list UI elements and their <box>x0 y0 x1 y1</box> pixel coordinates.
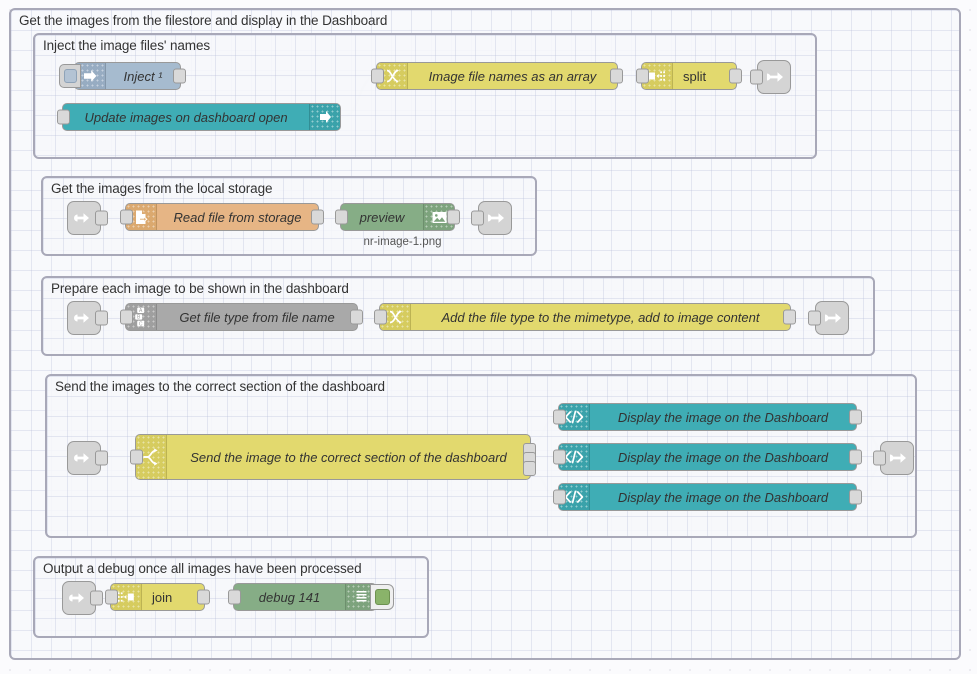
template-1-output-port[interactable] <box>849 409 862 425</box>
template-1-label: Display the image on the Dashboard <box>617 409 829 425</box>
link-out-node-3[interactable] <box>808 301 849 335</box>
template-node-3[interactable]: Display the image on the Dashboard <box>553 483 862 511</box>
get-filetype-input-port[interactable] <box>120 309 133 325</box>
read-file-output-port[interactable] <box>311 209 324 225</box>
add-mimetype-label: Add the file type to the mimetype, add t… <box>441 309 760 325</box>
inject-trigger-button[interactable] <box>59 64 81 88</box>
template-2-label: Display the image on the Dashboard <box>617 449 829 465</box>
add-mimetype-node[interactable]: Add the file type to the mimetype, add t… <box>374 303 796 331</box>
read-file-input-port[interactable] <box>120 209 133 225</box>
link-in-4-output-port[interactable] <box>95 450 108 466</box>
group-grid <box>35 35 815 157</box>
link-out-arrow-icon <box>309 104 340 130</box>
join-input-port[interactable] <box>105 589 118 605</box>
svg-text:B: B <box>137 315 141 321</box>
get-filetype-node[interactable]: A B C Get file type from file name <box>120 303 363 331</box>
function-icon <box>380 304 411 330</box>
split-node[interactable]: split <box>636 62 742 90</box>
group-storage-label: Get the images from the local storage <box>51 181 273 196</box>
link-in-node-5[interactable] <box>62 581 103 615</box>
inject-node-label: Inject ¹ <box>123 68 163 84</box>
group-prepare-label: Prepare each image to be shown in the da… <box>51 281 349 296</box>
link-out-node-2[interactable] <box>471 201 512 235</box>
debug-node-label: debug 141 <box>258 589 321 605</box>
svg-text:A: A <box>139 308 143 314</box>
join-output-port[interactable] <box>197 589 210 605</box>
add-mimetype-input-port[interactable] <box>374 309 387 325</box>
debug-node[interactable]: debug 141 <box>228 583 394 611</box>
image-array-input-port[interactable] <box>371 68 384 84</box>
group-send-label: Send the images to the correct section o… <box>55 379 385 394</box>
preview-node-label: preview <box>359 209 405 225</box>
update-images-label: Update images on dashboard open <box>84 109 288 125</box>
switch-node-label: Send the image to the correct section of… <box>190 449 507 465</box>
group-outer-label: Get the images from the filestore and di… <box>19 13 388 28</box>
template-node-2[interactable]: Display the image on the Dashboard <box>553 443 862 471</box>
template-3-output-port[interactable] <box>849 489 862 505</box>
link-out-4-input-port[interactable] <box>873 450 886 466</box>
template-3-label: Display the image on the Dashboard <box>617 489 829 505</box>
svg-text:C: C <box>139 321 143 327</box>
inject-output-port[interactable] <box>173 68 186 84</box>
preview-node[interactable]: preview nr-image-1.png <box>335 203 460 248</box>
template-1-input-port[interactable] <box>553 409 566 425</box>
get-filetype-label: Get file type from file name <box>179 309 335 325</box>
switch-output-port-3[interactable] <box>523 461 536 476</box>
inject-node[interactable]: Inject ¹ <box>59 62 186 90</box>
group-debug-label: Output a debug once all images have been… <box>43 561 362 576</box>
link-in-node-3[interactable] <box>67 301 108 335</box>
link-out-node-1[interactable] <box>750 60 791 94</box>
link-in-2-output-port[interactable] <box>95 210 108 226</box>
switch-node[interactable]: Send the image to the correct section of… <box>130 434 536 480</box>
link-out-3-input-port[interactable] <box>808 310 821 326</box>
preview-input-port[interactable] <box>335 209 348 225</box>
split-node-label: split <box>683 68 707 84</box>
template-2-input-port[interactable] <box>553 449 566 465</box>
read-file-node[interactable]: Read file from storage <box>120 203 324 231</box>
split-output-port[interactable] <box>729 68 742 84</box>
get-filetype-output-port[interactable] <box>350 309 363 325</box>
inject-button-square-icon <box>63 69 77 83</box>
group-inject[interactable]: Inject the image files' names <box>33 33 817 159</box>
add-mimetype-output-port[interactable] <box>783 309 796 325</box>
switch-input-port[interactable] <box>130 449 143 465</box>
link-in-node-4[interactable] <box>67 441 108 475</box>
debug-input-port[interactable] <box>228 589 241 605</box>
link-in-5-output-port[interactable] <box>90 590 103 606</box>
update-images-node[interactable]: Update images on dashboard open <box>57 103 341 131</box>
template-node-1[interactable]: Display the image on the Dashboard <box>553 403 862 431</box>
debug-toggle-button[interactable] <box>370 584 394 610</box>
join-node[interactable]: join <box>105 583 210 611</box>
image-array-output-port[interactable] <box>610 68 623 84</box>
preview-output-port[interactable] <box>447 209 460 225</box>
link-out-node-4[interactable] <box>873 441 914 475</box>
update-images-input-port[interactable] <box>57 109 70 125</box>
preview-sublabel: nr-image-1.png <box>363 236 442 248</box>
link-in-node-2[interactable] <box>67 201 108 235</box>
split-input-port[interactable] <box>636 68 649 84</box>
group-inject-label: Inject the image files' names <box>43 38 211 53</box>
link-out-1-input-port[interactable] <box>750 69 763 85</box>
link-out-2-input-port[interactable] <box>471 210 484 226</box>
read-file-label: Read file from storage <box>173 209 302 225</box>
template-2-output-port[interactable] <box>849 449 862 465</box>
link-in-3-output-port[interactable] <box>95 310 108 326</box>
image-array-label: Image file names as an array <box>428 68 597 84</box>
template-3-input-port[interactable] <box>553 489 566 505</box>
join-node-label: join <box>152 589 173 605</box>
debug-status-square-icon <box>374 589 390 605</box>
image-array-function-node[interactable]: Image file names as an array <box>371 62 623 90</box>
